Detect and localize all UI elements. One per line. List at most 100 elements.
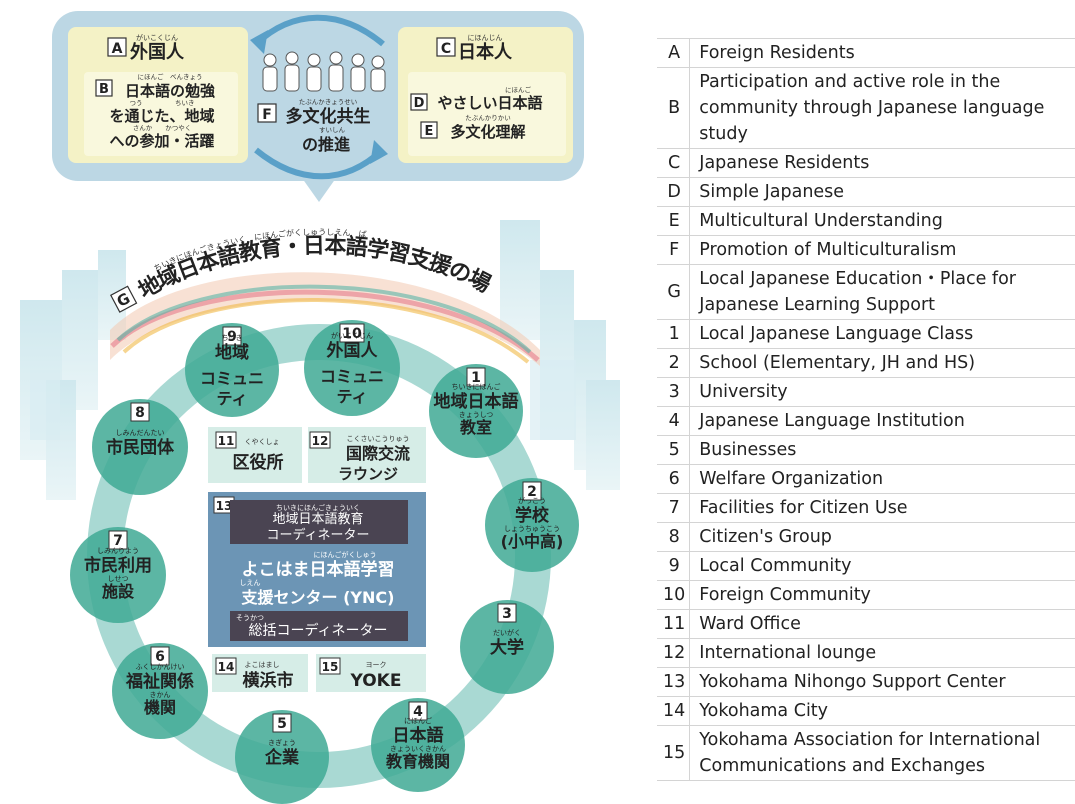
node-ruby: ちいき xyxy=(222,334,243,342)
node-number-box xyxy=(497,603,517,623)
legend-label: Participation and active role in the com… xyxy=(689,67,1075,149)
intl-lounge-line1: 国際交流 xyxy=(346,444,410,463)
ward-office-ruby: くやくしょ xyxy=(245,438,280,446)
node-ruby2: しょうちゅうこう xyxy=(504,525,560,533)
legend-label: Multicultural Understanding xyxy=(689,206,1075,236)
b-ruby3: さんか かつやく xyxy=(133,124,192,132)
legend-key: 12 xyxy=(657,638,691,668)
b-line1: 日本語の勉強 xyxy=(125,82,215,100)
legend-key: A xyxy=(657,38,691,68)
f-ruby1: たぶんかきょうせい xyxy=(299,98,358,106)
node-number-box xyxy=(522,481,542,501)
yokohama-city-ruby: よこはまし xyxy=(245,661,280,669)
node-number: 10 xyxy=(342,326,362,342)
coordinator-ruby: ちいきにほんごきょういく xyxy=(276,503,360,512)
ward-office-label: 区役所 xyxy=(233,452,284,473)
d-key: D xyxy=(414,96,425,111)
legend-label: Businesses xyxy=(689,435,1075,465)
node-label: 福祉関係 xyxy=(125,671,194,692)
node-ruby: ふくしかんけい xyxy=(136,663,185,671)
node-label2: 施設 xyxy=(102,582,135,601)
a-label: 外国人 xyxy=(130,41,185,63)
de-inner-box xyxy=(408,72,566,156)
node-label: 日本語 xyxy=(393,725,444,746)
node-label2: コミュニ xyxy=(200,369,264,388)
node-circle xyxy=(70,527,166,623)
f-ruby2: すいしん xyxy=(319,126,346,134)
legend-label: School (Elementary, JH and HS) xyxy=(689,348,1075,378)
node-ruby2: きかん xyxy=(150,691,171,699)
b-ruby1: にほんご べんきょう xyxy=(138,72,203,81)
coordinator-line1: 地域日本語教育 xyxy=(272,511,363,527)
legend-label: Simple Japanese xyxy=(689,177,1075,207)
node-number: 4 xyxy=(413,704,423,720)
ync-ruby2: しえん xyxy=(240,579,261,587)
node-number-box xyxy=(108,530,128,550)
cycle-arrow-top xyxy=(253,14,385,47)
legend-key: B xyxy=(657,67,691,149)
c-ruby: にほんじん xyxy=(468,34,503,42)
a-ruby: がいこくじん xyxy=(136,33,178,42)
cycle-arrow-bottom xyxy=(254,147,385,180)
general-coordinator-ruby: そうかつ xyxy=(236,614,264,622)
node-label2: コミュニ xyxy=(320,367,384,386)
node-circle xyxy=(235,710,329,804)
b-inner-box xyxy=(84,72,238,156)
node-number: 8 xyxy=(135,405,145,421)
d-ruby: にほんご xyxy=(505,85,532,94)
legend-key: 3 xyxy=(657,377,691,407)
node-label: 市民利用 xyxy=(84,555,152,576)
e-ruby: たぶんかりかい xyxy=(465,114,511,122)
node-number-box xyxy=(272,713,292,733)
people-outline-icon xyxy=(262,51,386,92)
center-block: 11 くやくしょ 区役所 12 こくさいこうりゅう 国際交流 ラウンジ 13 ち… xyxy=(208,427,426,692)
node-label: 学校 xyxy=(515,505,550,526)
legend-key: 9 xyxy=(657,551,691,581)
node-circle xyxy=(304,320,400,416)
node-circle xyxy=(460,600,554,694)
legend-label: Yokohama Nihongo Support Center xyxy=(689,667,1075,697)
legend-key: 5 xyxy=(657,435,691,465)
yokohama-city-label: 横浜市 xyxy=(243,670,294,691)
legend-label: International lounge xyxy=(689,638,1075,668)
legend-label: Local Japanese Language Class xyxy=(689,319,1075,349)
node-ruby2: しせつ xyxy=(108,575,129,583)
yokohama-city-num: 14 xyxy=(218,660,235,674)
top-panel: A がいこくじん 外国人 B にほんご べんきょう 日本語の勉強 つう ちいき … xyxy=(52,11,584,202)
node-number-box xyxy=(408,701,428,721)
ync-line1: よこはま日本語学習 xyxy=(242,559,395,580)
b-line2: を通じた、地域 xyxy=(109,107,214,125)
node-ruby: がいこくじん xyxy=(331,331,373,340)
c-label: 日本人 xyxy=(458,41,513,63)
node-label: 市民団体 xyxy=(106,437,175,458)
node-number: 9 xyxy=(227,329,237,345)
node-number-box xyxy=(339,323,365,343)
legend-key: D xyxy=(657,177,691,207)
f-key: F xyxy=(262,107,272,123)
intl-lounge-line2: ラウンジ xyxy=(338,465,398,483)
node-ruby: がっこう xyxy=(518,496,546,505)
intl-lounge-num: 12 xyxy=(312,434,329,448)
node-label3: ティ xyxy=(216,389,247,408)
yoke-label: YOKE xyxy=(350,671,402,691)
ync-ruby: にほんごがくしゅう xyxy=(314,550,377,559)
city-window-grid xyxy=(30,360,576,440)
node-ruby: ちいきにほんご xyxy=(452,382,501,391)
node-label2: 教育機関 xyxy=(386,752,450,771)
node-number: 2 xyxy=(527,484,537,500)
